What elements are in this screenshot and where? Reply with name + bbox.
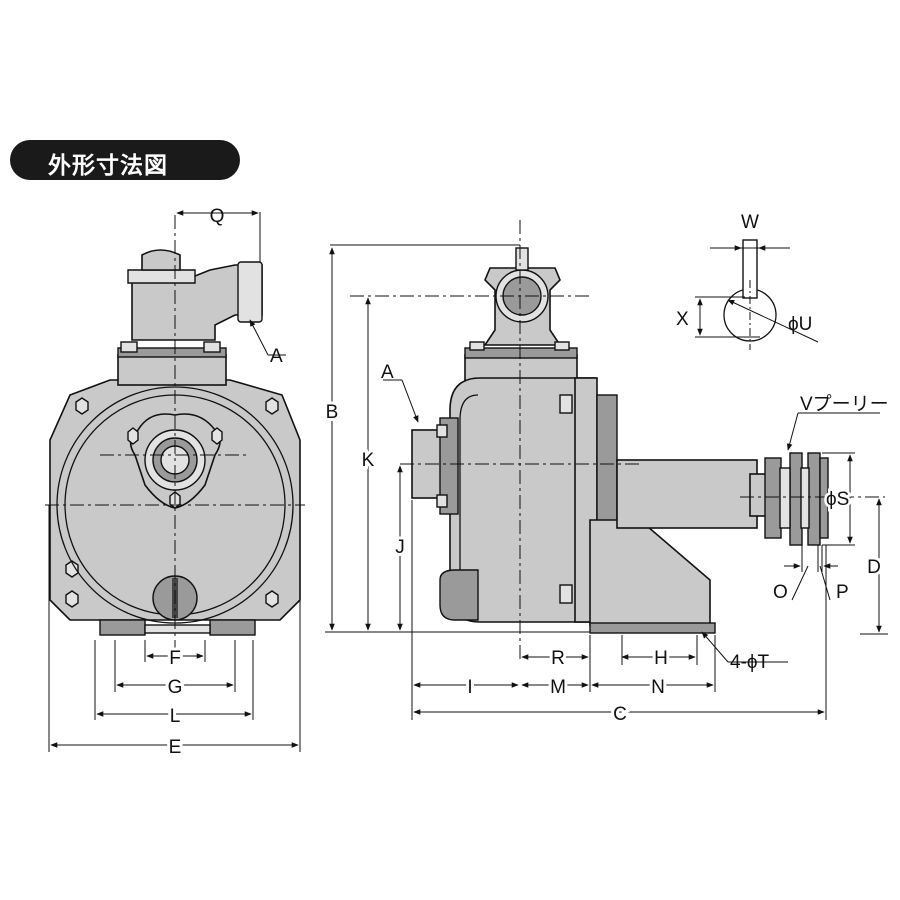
label-j: J bbox=[395, 537, 405, 558]
front-view: Q A F G L E bbox=[45, 206, 305, 761]
label-s: ϕS bbox=[826, 489, 849, 510]
label-h: H bbox=[654, 648, 668, 669]
label-t: 4-ϕT bbox=[730, 652, 770, 673]
label-w: W bbox=[741, 212, 759, 233]
label-p: P bbox=[836, 582, 849, 603]
label-o: O bbox=[773, 582, 788, 603]
label-a-front: A bbox=[270, 346, 283, 367]
label-x: X bbox=[676, 309, 689, 330]
label-c: C bbox=[613, 704, 627, 725]
label-i: I bbox=[467, 677, 472, 698]
label-e: E bbox=[169, 737, 182, 758]
v-pulley bbox=[764, 452, 829, 546]
title-badge bbox=[10, 140, 240, 180]
side-view: B K J A R H 4-ϕT I M N C bbox=[323, 220, 889, 728]
label-k: K bbox=[362, 450, 375, 471]
label-l: L bbox=[170, 706, 181, 727]
label-g: G bbox=[168, 677, 183, 698]
page-title: 外形寸法図 bbox=[48, 153, 168, 179]
label-b: B bbox=[326, 402, 339, 423]
label-m: M bbox=[550, 677, 566, 698]
label-u: ϕU bbox=[788, 314, 812, 335]
label-pulley: Vプーリー bbox=[800, 393, 889, 415]
label-q: Q bbox=[210, 206, 225, 227]
label-d: D bbox=[867, 557, 881, 578]
keyway-detail: W X ϕU bbox=[676, 212, 819, 350]
label-r: R bbox=[551, 648, 565, 669]
label-n: N bbox=[651, 677, 665, 698]
label-f: F bbox=[169, 648, 181, 669]
label-a-side: A bbox=[381, 362, 394, 383]
